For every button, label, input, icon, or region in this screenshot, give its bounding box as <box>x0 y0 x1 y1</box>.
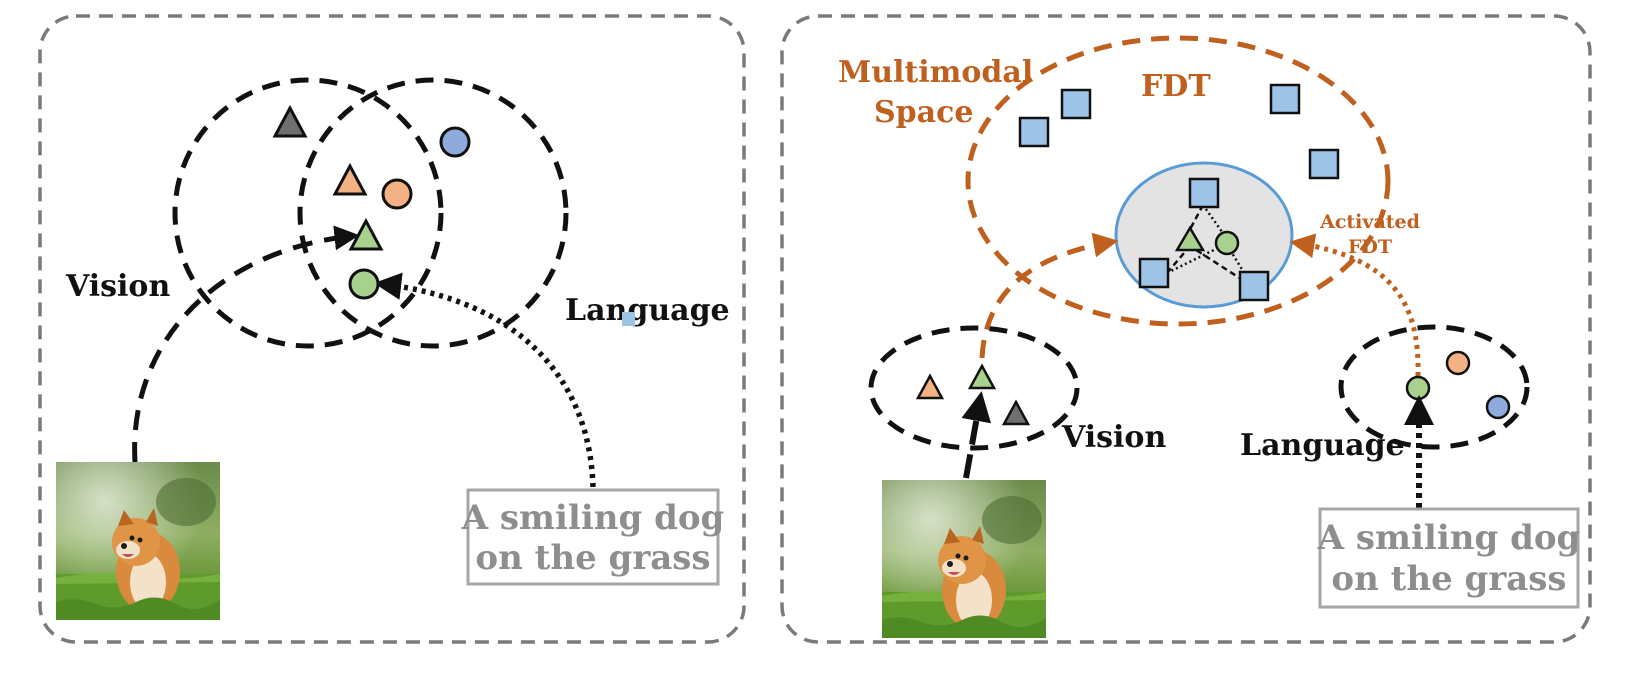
fdt-label: FDT <box>1141 69 1211 104</box>
triangle-gray-marker <box>272 104 308 138</box>
triangle-orange-marker <box>332 162 368 196</box>
token-link <box>1166 245 1191 274</box>
caption-line-1: A smiling dog <box>1317 518 1581 558</box>
text-caption-box: A smiling dog on the grass <box>461 488 725 586</box>
dog-photo-icon <box>882 480 1046 638</box>
cursor-mark-decor <box>622 312 635 326</box>
fdt-token-2 <box>1018 116 1050 148</box>
language-embedding-arrow <box>373 272 596 488</box>
fdt-token-4 <box>1308 148 1340 180</box>
left-panel: Vision Language A smiling dog on the gra… <box>38 14 746 644</box>
fdt-token-3 <box>1269 83 1301 115</box>
triangle-orange-marker <box>915 373 945 400</box>
language-label: Language <box>1240 428 1405 463</box>
vision-label: Vision <box>1061 420 1166 455</box>
activated-fdt-label-line-1: Activated <box>1319 211 1420 233</box>
vision-projection-arrow <box>979 232 1119 359</box>
vision-embedding-arrow <box>132 225 360 463</box>
circle-green-marker <box>1214 230 1240 256</box>
circle-blue-marker <box>1485 394 1511 420</box>
activated-token-left <box>1138 257 1170 289</box>
caption-line-2: on the grass <box>1331 559 1566 599</box>
triangle-green-marker <box>1174 225 1206 252</box>
vision-cluster <box>868 325 1080 451</box>
circle-orange-marker <box>1445 350 1471 376</box>
caption-line-1: A smiling dog <box>461 498 725 538</box>
language-projection-arrow <box>1289 233 1421 377</box>
dog-photo-icon <box>56 462 220 620</box>
vision-label: Vision <box>65 269 170 304</box>
caption-line-2: on the grass <box>475 538 710 578</box>
vision-feature-ring <box>172 77 444 349</box>
left-panel-border <box>38 14 746 644</box>
language-feature-ring <box>297 77 569 349</box>
circle-blue-marker <box>439 126 471 158</box>
token-link <box>1166 244 1223 275</box>
multimodal-label-line-2: Space <box>874 95 973 130</box>
triangle-green-marker <box>967 363 997 390</box>
vision-input-arrow <box>961 391 992 479</box>
circle-green-marker <box>1405 375 1431 401</box>
text-caption-box: A smiling dog on the grass <box>1317 507 1581 609</box>
language-label: Language <box>565 293 730 328</box>
right-panel: Multimodal Space FDT Activated FDT <box>780 14 1592 644</box>
right-panel-border <box>780 14 1592 644</box>
fdt-token-1 <box>1060 88 1092 120</box>
multimodal-label-line-1: Multimodal <box>838 55 1033 90</box>
language-cluster <box>1338 324 1530 450</box>
multimodal-space-ellipse <box>965 35 1391 327</box>
triangle-gray-marker <box>1001 399 1031 426</box>
activated-token-top <box>1188 177 1220 209</box>
triangle-green-marker <box>348 217 384 251</box>
activated-token-right <box>1238 270 1270 302</box>
circle-green-marker <box>348 268 380 300</box>
token-link <box>1201 204 1227 237</box>
activated-fdt-label-line-2: FDT <box>1348 236 1392 258</box>
circle-orange-marker <box>381 178 413 210</box>
token-link <box>1185 204 1205 236</box>
